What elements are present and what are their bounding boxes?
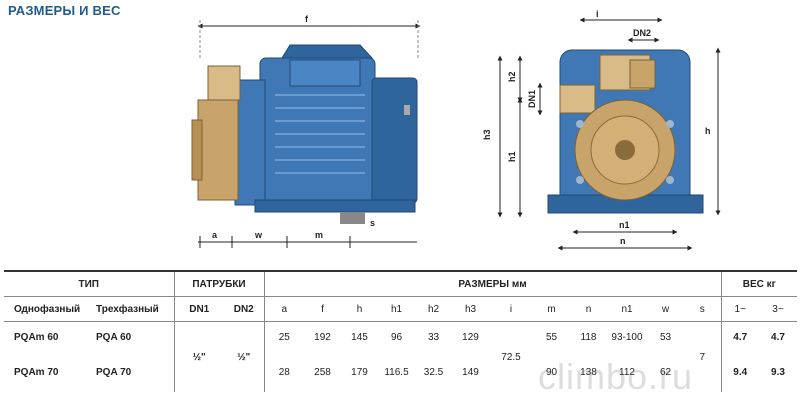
dim-h-label: h bbox=[705, 126, 711, 136]
s-value: 7 bbox=[684, 321, 722, 392]
table-row: PQAm 70 PQA 70 28 258 179 116.5 32.5 149… bbox=[4, 352, 797, 392]
row1-weight-3: 4.7 bbox=[771, 331, 785, 343]
dim-w-label: w bbox=[254, 230, 263, 240]
col-dn2: DN2 bbox=[224, 296, 265, 322]
spec-table: ТИП ПАТРУБКИ РАЗМЕРЫ мм ВЕС кг Однофазны… bbox=[4, 270, 797, 392]
side-view-drawing: f a w m s bbox=[191, 14, 421, 248]
row2-h1: 116.5 bbox=[384, 366, 409, 378]
weight-header: ВЕС кг bbox=[721, 270, 797, 297]
row2-weight-1: 9.4 bbox=[733, 366, 748, 378]
dim-i-label: i bbox=[596, 9, 599, 19]
front-view-drawing: i DN2 h3 h2 h1 DN1 h n1 n bbox=[482, 9, 721, 251]
row1-single: PQAm 60 bbox=[14, 331, 59, 343]
dn1-value: ½" bbox=[192, 351, 206, 363]
dim-h3-label: h3 bbox=[482, 129, 492, 140]
table-row: PQAm 60 PQA 60 ½" ½" 25 192 145 96 33 12… bbox=[4, 321, 797, 392]
row1-h3: 129 bbox=[462, 331, 479, 343]
row2-h: 179 bbox=[351, 366, 368, 378]
row1-weight-1: 4.7 bbox=[733, 331, 748, 343]
row2-three: PQA 70 bbox=[86, 352, 175, 392]
row1-f: 192 bbox=[314, 331, 331, 343]
dim-dn1-label: DN1 bbox=[527, 90, 537, 108]
col-w: w bbox=[647, 296, 684, 322]
row2-h3: 149 bbox=[462, 366, 479, 378]
row1-h: 145 bbox=[351, 331, 368, 343]
row1-h1: 96 bbox=[390, 331, 403, 343]
dn2-value: ½" bbox=[224, 321, 265, 392]
col-three-phase: Трехфазный bbox=[86, 296, 175, 322]
col-n1: n1 bbox=[607, 296, 647, 322]
col-h2: h2 bbox=[415, 296, 452, 322]
row2-n1: 112 bbox=[619, 366, 635, 378]
dim-h2-label: h2 bbox=[507, 71, 517, 82]
col-n: n bbox=[570, 296, 607, 322]
col-h1: h1 bbox=[378, 296, 415, 322]
pump-drawings: f a w m s i DN2 h3 h2 h1 bbox=[191, 9, 721, 251]
row1-n1: 93-100 bbox=[611, 331, 643, 343]
row1-h2: 33 bbox=[427, 331, 440, 343]
dim-s-label: s bbox=[370, 218, 375, 228]
col-h: h bbox=[341, 296, 378, 322]
dim-h1-label: h1 bbox=[507, 151, 517, 162]
row1-w: 53 bbox=[659, 331, 672, 343]
dim-a-label: a bbox=[212, 230, 218, 240]
dim-f-label: f bbox=[305, 14, 309, 24]
col-weight-1: 1~ bbox=[721, 296, 759, 322]
i-value: 72.5 bbox=[501, 351, 521, 363]
row2-weight-3: 9.3 bbox=[771, 366, 785, 378]
row2-single: PQAm 70 bbox=[14, 366, 59, 378]
col-s: s bbox=[684, 296, 722, 322]
row2-a: 28 bbox=[278, 366, 290, 378]
watermark: climbo.ru bbox=[538, 356, 694, 397]
row2-w: 62 bbox=[659, 366, 672, 378]
type-header: ТИП bbox=[4, 270, 175, 297]
col-i: i bbox=[489, 296, 533, 322]
row1-m: 55 bbox=[545, 331, 558, 343]
dim-n1-label: n1 bbox=[619, 220, 630, 230]
dims-header: РАЗМЕРЫ мм bbox=[264, 270, 722, 297]
row2-n: 138 bbox=[580, 366, 597, 378]
ports-header: ПАТРУБКИ bbox=[174, 270, 265, 297]
row2-m: 90 bbox=[545, 366, 558, 378]
column-header-row: Однофазный Трехфазный DN1 DN2 a f h h1 h… bbox=[4, 296, 797, 322]
row1-a: 25 bbox=[278, 331, 290, 343]
col-f: f bbox=[304, 296, 341, 322]
row2-h2: 32.5 bbox=[423, 366, 444, 378]
col-m: m bbox=[533, 296, 570, 322]
col-h3: h3 bbox=[452, 296, 489, 322]
dim-dn2-label: DN2 bbox=[633, 28, 651, 38]
col-a: a bbox=[264, 296, 304, 322]
row2-f: 258 bbox=[314, 366, 331, 378]
col-dn1: DN1 bbox=[174, 296, 224, 322]
col-single-phase: Однофазный bbox=[4, 296, 86, 322]
row1-three: PQA 60 bbox=[86, 321, 175, 352]
dim-m-label: m bbox=[315, 230, 323, 240]
page-title: РАЗМЕРЫ И ВЕС bbox=[8, 3, 121, 18]
group-header-row: ТИП ПАТРУБКИ РАЗМЕРЫ мм ВЕС кг bbox=[4, 270, 797, 297]
dim-n-label: n bbox=[620, 236, 626, 246]
col-weight-3: 3~ bbox=[759, 296, 797, 322]
row1-n: 118 bbox=[580, 331, 597, 343]
